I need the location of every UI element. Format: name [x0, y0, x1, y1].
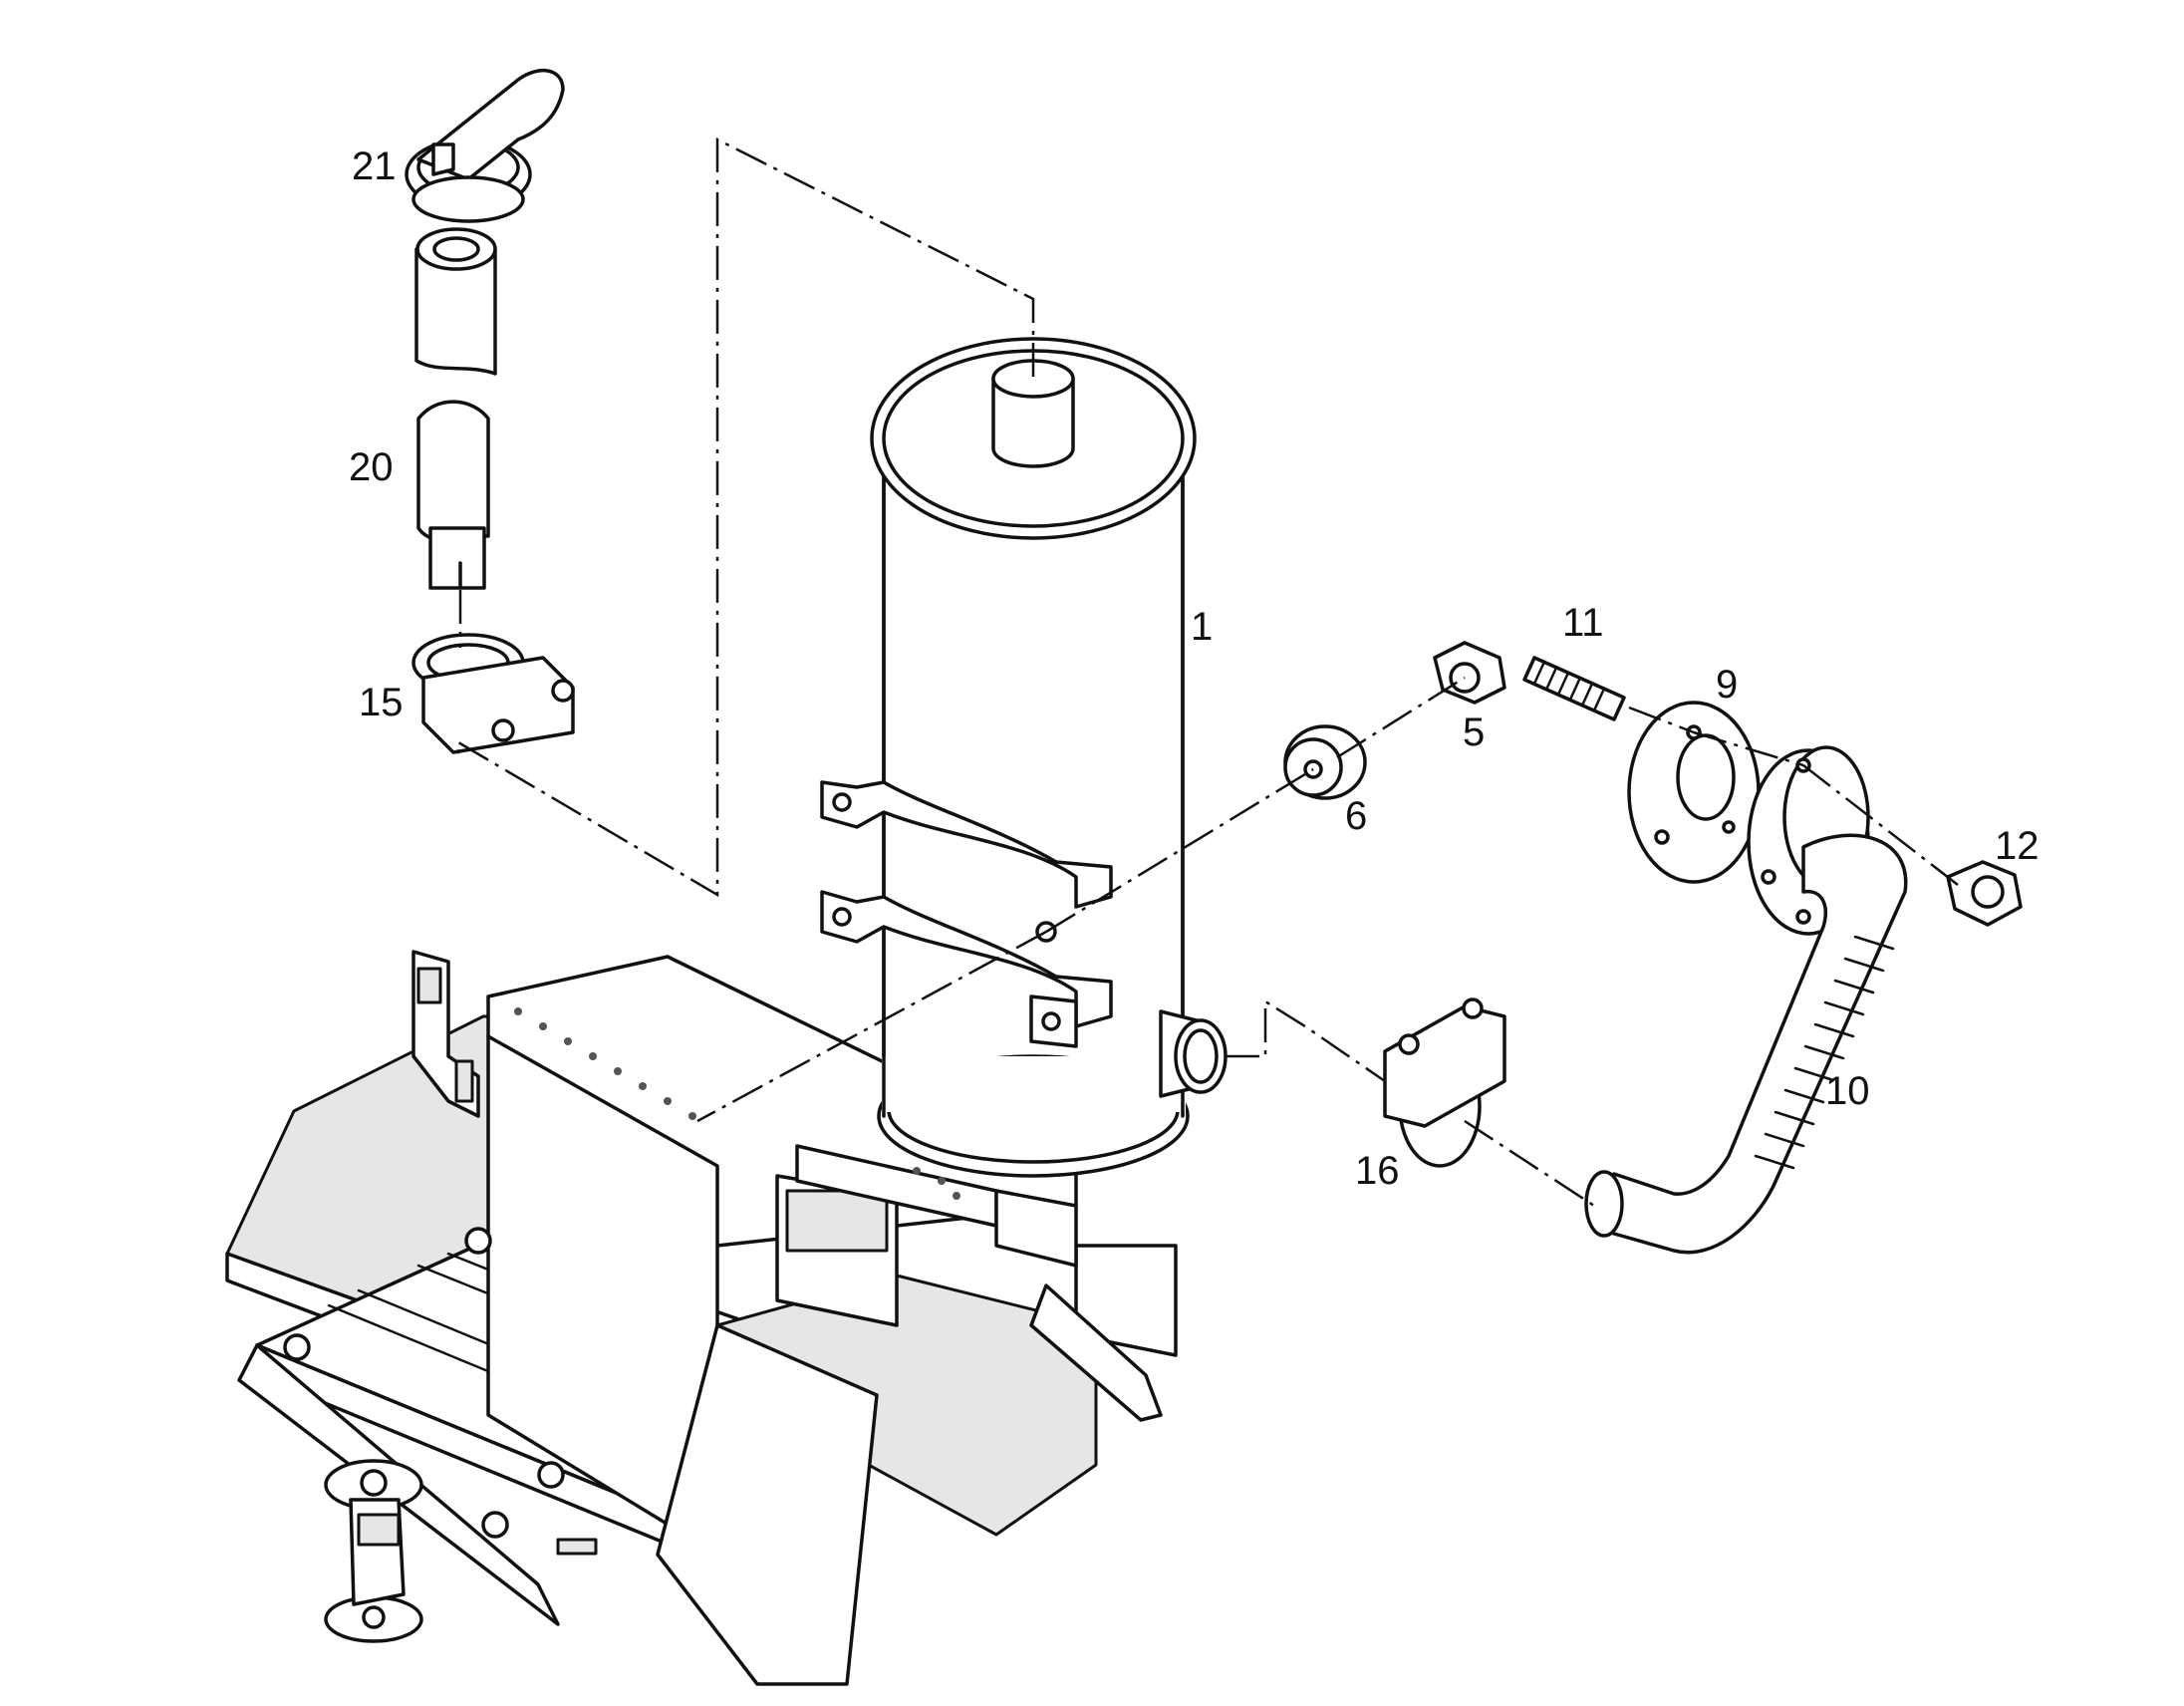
- label-part-6: 6: [1345, 794, 1367, 838]
- label-part-21: 21: [352, 144, 397, 188]
- leader-lines: [456, 137, 1959, 1208]
- nut-12: [1946, 860, 2023, 927]
- label-part-5: 5: [1463, 711, 1485, 754]
- label-part-12: 12: [1995, 824, 2040, 868]
- flex-pipe: [1584, 745, 1908, 1255]
- clamp-16: [1383, 997, 1506, 1168]
- tailpipe: [414, 227, 497, 590]
- label-part-16: 16: [1355, 1149, 1400, 1193]
- muffler: [820, 337, 1228, 1178]
- part-labels: 1 5 6 9 10 11 12 15 16 20 21: [349, 144, 2040, 1193]
- label-part-9: 9: [1716, 663, 1738, 707]
- label-part-20: 20: [349, 445, 394, 489]
- washer-6: [1283, 724, 1367, 800]
- chassis-frame: [225, 950, 1178, 1686]
- nut-5: [1433, 641, 1506, 705]
- clamp-15: [411, 633, 575, 754]
- label-part-15: 15: [359, 681, 404, 724]
- stud-11: [1522, 656, 1626, 721]
- label-part-1: 1: [1191, 605, 1213, 649]
- rain-cap: [405, 69, 565, 223]
- label-part-10: 10: [1825, 1069, 1870, 1113]
- gasket-9: [1627, 701, 1761, 884]
- label-part-11: 11: [1562, 601, 1604, 645]
